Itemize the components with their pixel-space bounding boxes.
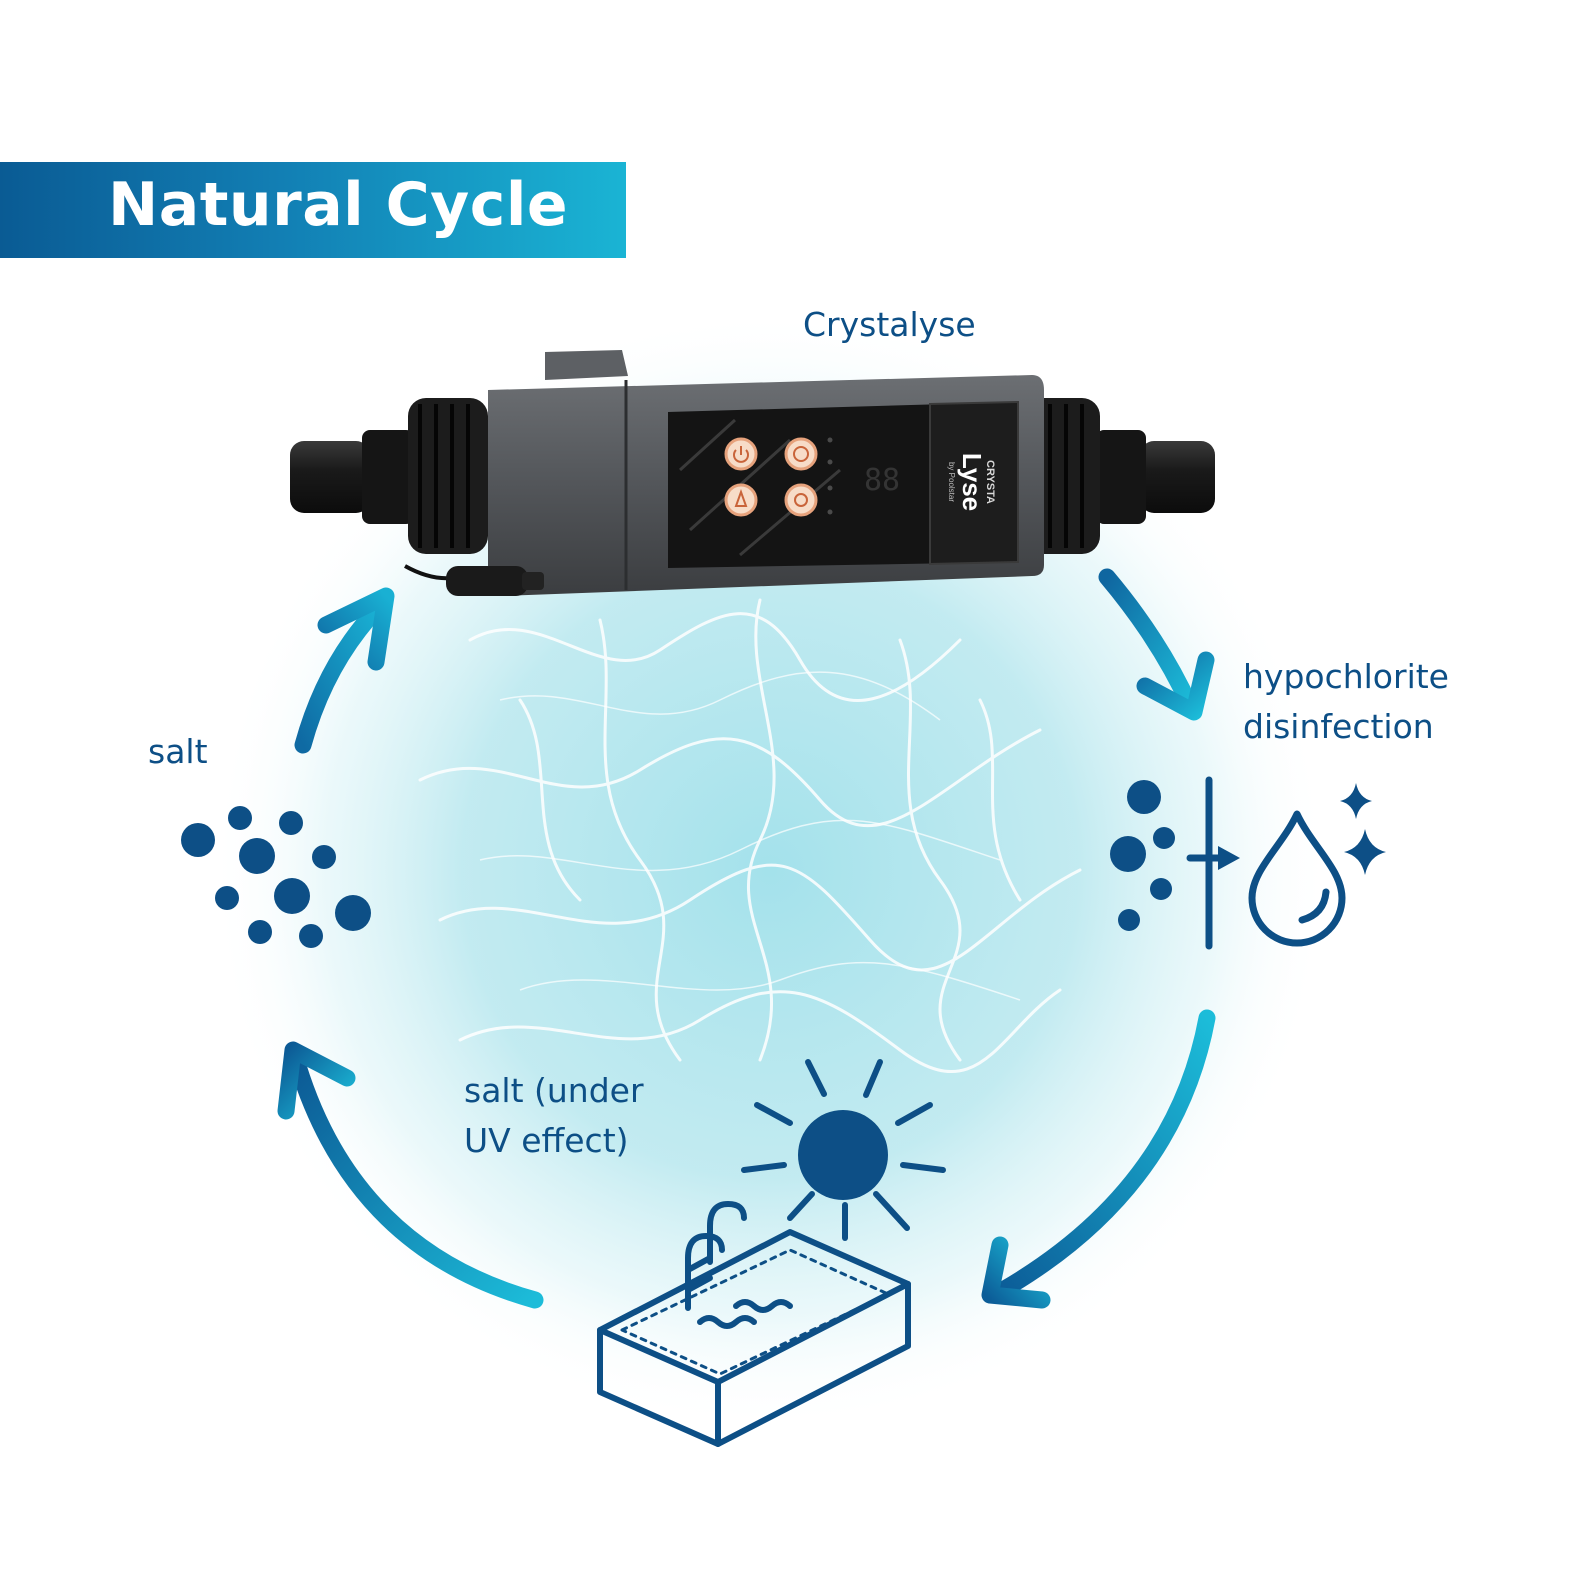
label-hypochlorite-line2: disinfection	[1243, 707, 1434, 746]
salt-particles-icon	[181, 806, 371, 948]
page-title: Natural Cycle	[108, 170, 569, 240]
right-pipe	[1140, 441, 1215, 513]
power-cable	[404, 564, 544, 596]
cycle-arrows	[277, 568, 1216, 1309]
left-pipe	[290, 441, 370, 513]
device-display: 88	[864, 463, 900, 498]
label-salt: salt	[148, 732, 208, 771]
boost-button	[724, 483, 758, 517]
sparkle-icon	[1344, 829, 1386, 875]
control-buttons	[724, 437, 818, 517]
arrow-salt-to-device	[294, 587, 395, 754]
device-brand-line1: CRYSTA	[984, 460, 996, 504]
label-salt-uv-line1: salt (under	[464, 1071, 644, 1110]
mode-button	[784, 483, 818, 517]
crystalyse-device: 88 CRYSTA Lyse by Poolstar	[290, 350, 1215, 596]
sun-icon	[741, 1059, 946, 1241]
label-hypochlorite-disinfection: hypochlorite disinfection	[1243, 652, 1449, 752]
sparkle-icon	[1340, 783, 1372, 819]
timer-button	[784, 437, 818, 471]
hypochlorite-disinfection-icon	[1110, 776, 1386, 950]
arrow-device-to-hypochlorite	[1098, 568, 1215, 721]
label-salt-under-uv: salt (under UV effect)	[464, 1066, 644, 1166]
arrow-disinfection-to-pool	[981, 1009, 1216, 1309]
label-crystalyse: Crystalyse	[803, 305, 976, 344]
pool-icon	[597, 1201, 911, 1447]
label-salt-uv-line2: UV effect)	[464, 1121, 629, 1160]
arrow-pool-to-salt	[277, 1041, 544, 1309]
label-hypochlorite-line1: hypochlorite	[1243, 657, 1449, 696]
title-banner	[0, 162, 626, 258]
water-drop-icon	[1248, 810, 1346, 947]
device-brand-line3: by Poolstar	[947, 462, 956, 502]
device-brand-line2: Lyse	[957, 453, 987, 511]
